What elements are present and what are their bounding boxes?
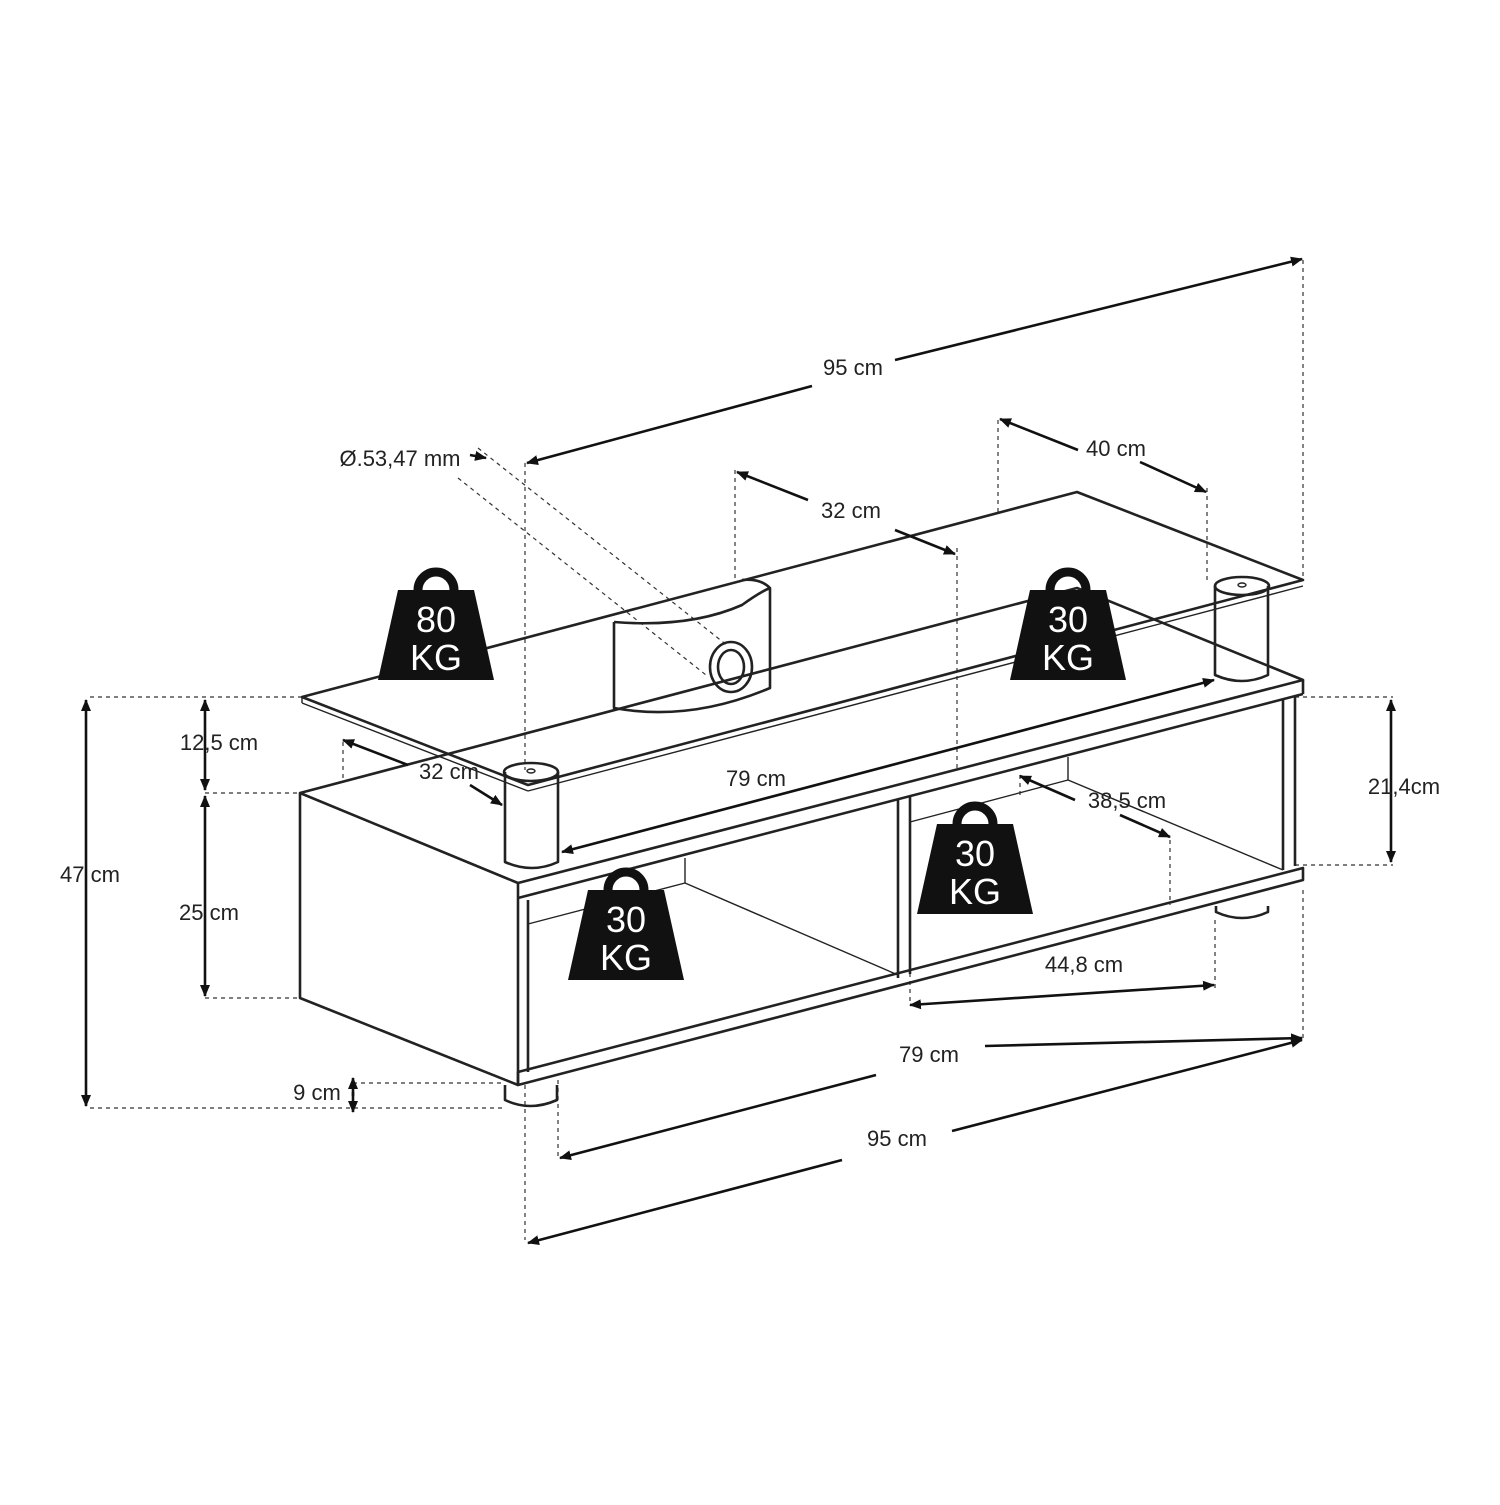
weight-icon: 30 KG bbox=[917, 806, 1033, 914]
dimension-labels: 95 cm 40 cm Ø.53,47 mm 32 cm 32 cm 79 cm… bbox=[60, 355, 1440, 1151]
dim-side-height: 21,4cm bbox=[1368, 774, 1440, 799]
weight-value-compartment-right: 30 bbox=[955, 833, 995, 874]
dim-shelf-depth: 40 cm bbox=[1086, 436, 1146, 461]
dim-glass-depth-mid: 32 cm bbox=[821, 498, 881, 523]
dim-foot-height: 9 cm bbox=[293, 1080, 341, 1105]
dim-total-height: 47 cm bbox=[60, 862, 120, 887]
dim-bottom-inner-width: 79 cm bbox=[899, 1042, 959, 1067]
weight-value-upper-right: 30 bbox=[1048, 599, 1088, 640]
arrow-icon bbox=[469, 783, 503, 807]
dim-cabinet-height: 25 cm bbox=[179, 900, 239, 925]
arrow-icon bbox=[951, 1037, 1303, 1133]
weight-unit-compartment-left: KG bbox=[600, 937, 652, 978]
weight-unit-compartment-right: KG bbox=[949, 871, 1001, 912]
weight-unit-upper-right: KG bbox=[1042, 637, 1094, 678]
weight-unit-glass: KG bbox=[410, 637, 462, 678]
arrow-icon bbox=[1119, 813, 1171, 839]
dim-compartment-depth: 38,5 cm bbox=[1088, 788, 1166, 813]
dim-glass-depth-left: 32 cm bbox=[419, 759, 479, 784]
weight-icon: 30 KG bbox=[1010, 572, 1126, 680]
arrow-icon bbox=[909, 980, 1215, 1010]
arrow-icon bbox=[561, 677, 1215, 855]
cable-cylinder bbox=[612, 578, 772, 714]
arrow-icon bbox=[1139, 460, 1207, 494]
arrow-icon bbox=[559, 1073, 877, 1161]
weight-value-glass: 80 bbox=[416, 599, 456, 640]
arrow-icon bbox=[526, 384, 813, 465]
arrow-icon bbox=[999, 417, 1079, 452]
arrow-icon bbox=[527, 1158, 843, 1246]
arrow-icon bbox=[342, 738, 409, 767]
dimension-arrows bbox=[81, 256, 1396, 1246]
dim-upper-height: 12,5 cm bbox=[180, 730, 258, 755]
arrow-icon bbox=[894, 256, 1303, 362]
arrow-icon bbox=[1019, 774, 1076, 802]
dim-hole-diameter: Ø.53,47 mm bbox=[339, 446, 460, 471]
dim-glass-inner-width: 79 cm bbox=[726, 766, 786, 791]
dim-bottom-total-width: 95 cm bbox=[867, 1126, 927, 1151]
dim-compartment-width: 44,8 cm bbox=[1045, 952, 1123, 977]
arrow-icon bbox=[736, 470, 809, 502]
weight-icon: 30 KG bbox=[568, 872, 684, 980]
support-posts bbox=[502, 575, 1271, 870]
arrow-icon bbox=[469, 451, 487, 461]
arrow-icon bbox=[984, 1033, 1303, 1048]
weight-icon: 80 KG bbox=[378, 572, 494, 680]
weight-value-compartment-left: 30 bbox=[606, 899, 646, 940]
arrow-icon bbox=[894, 528, 956, 556]
extension-lines bbox=[90, 260, 1393, 1240]
dim-total-width-top: 95 cm bbox=[823, 355, 883, 380]
